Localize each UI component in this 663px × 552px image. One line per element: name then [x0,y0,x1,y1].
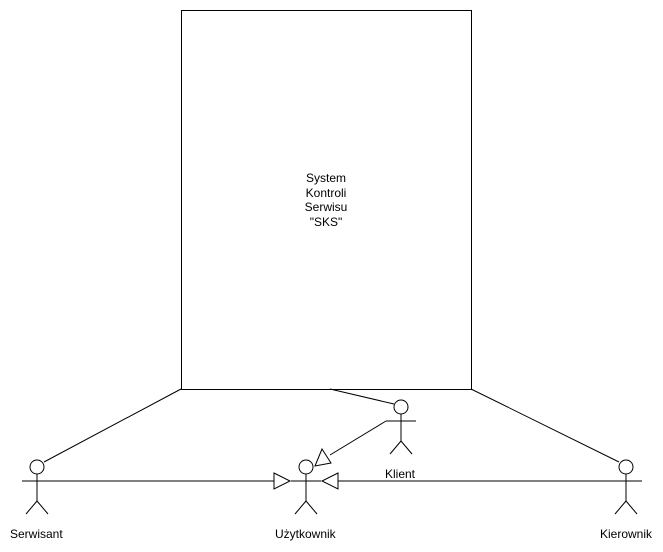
actor-leg-right [305,500,318,515]
actor-leg-right [36,500,49,515]
actor-klient[interactable]: Klient [385,399,416,481]
generalization-arrowhead-serwisant [273,472,292,490]
association-klient[interactable] [329,388,395,405]
generalization-arrowhead-kierownik [320,472,339,490]
actor-serwisant[interactable]: Serwisant [10,459,63,541]
actor-label-klient: Klient [385,467,416,481]
generalization-klient-line-diag[interactable] [329,420,387,456]
association-serwisant[interactable] [43,388,182,463]
system-name-line-3: Serwisu [305,200,348,214]
actor-label-uzytkownik: Użytkownik [275,527,337,541]
actor-head [393,399,409,415]
actor-leg-left [25,500,38,515]
actor-head [29,459,45,475]
actor-leg-left [614,500,627,515]
association-kierownik[interactable] [470,388,620,463]
actor-leg-right [400,440,413,455]
system-name-line-4: "SKS" [310,215,343,229]
actor-head [298,459,314,475]
actor-leg-left [294,500,307,515]
system-boundary[interactable] [181,10,472,390]
actor-leg-right [625,500,638,515]
actor-label-kierownik: Kierownik [600,527,653,541]
actor-leg-left [389,440,402,455]
system-name-line-1: System [306,171,346,185]
actor-head [618,459,634,475]
actor-kierownik[interactable]: Kierownik [600,459,653,541]
system-name-line-2: Kontroli [306,186,347,200]
actor-uzytkownik[interactable]: Użytkownik [275,459,337,541]
actor-label-serwisant: Serwisant [10,527,63,541]
generalization-arrowhead-klient [314,447,332,467]
